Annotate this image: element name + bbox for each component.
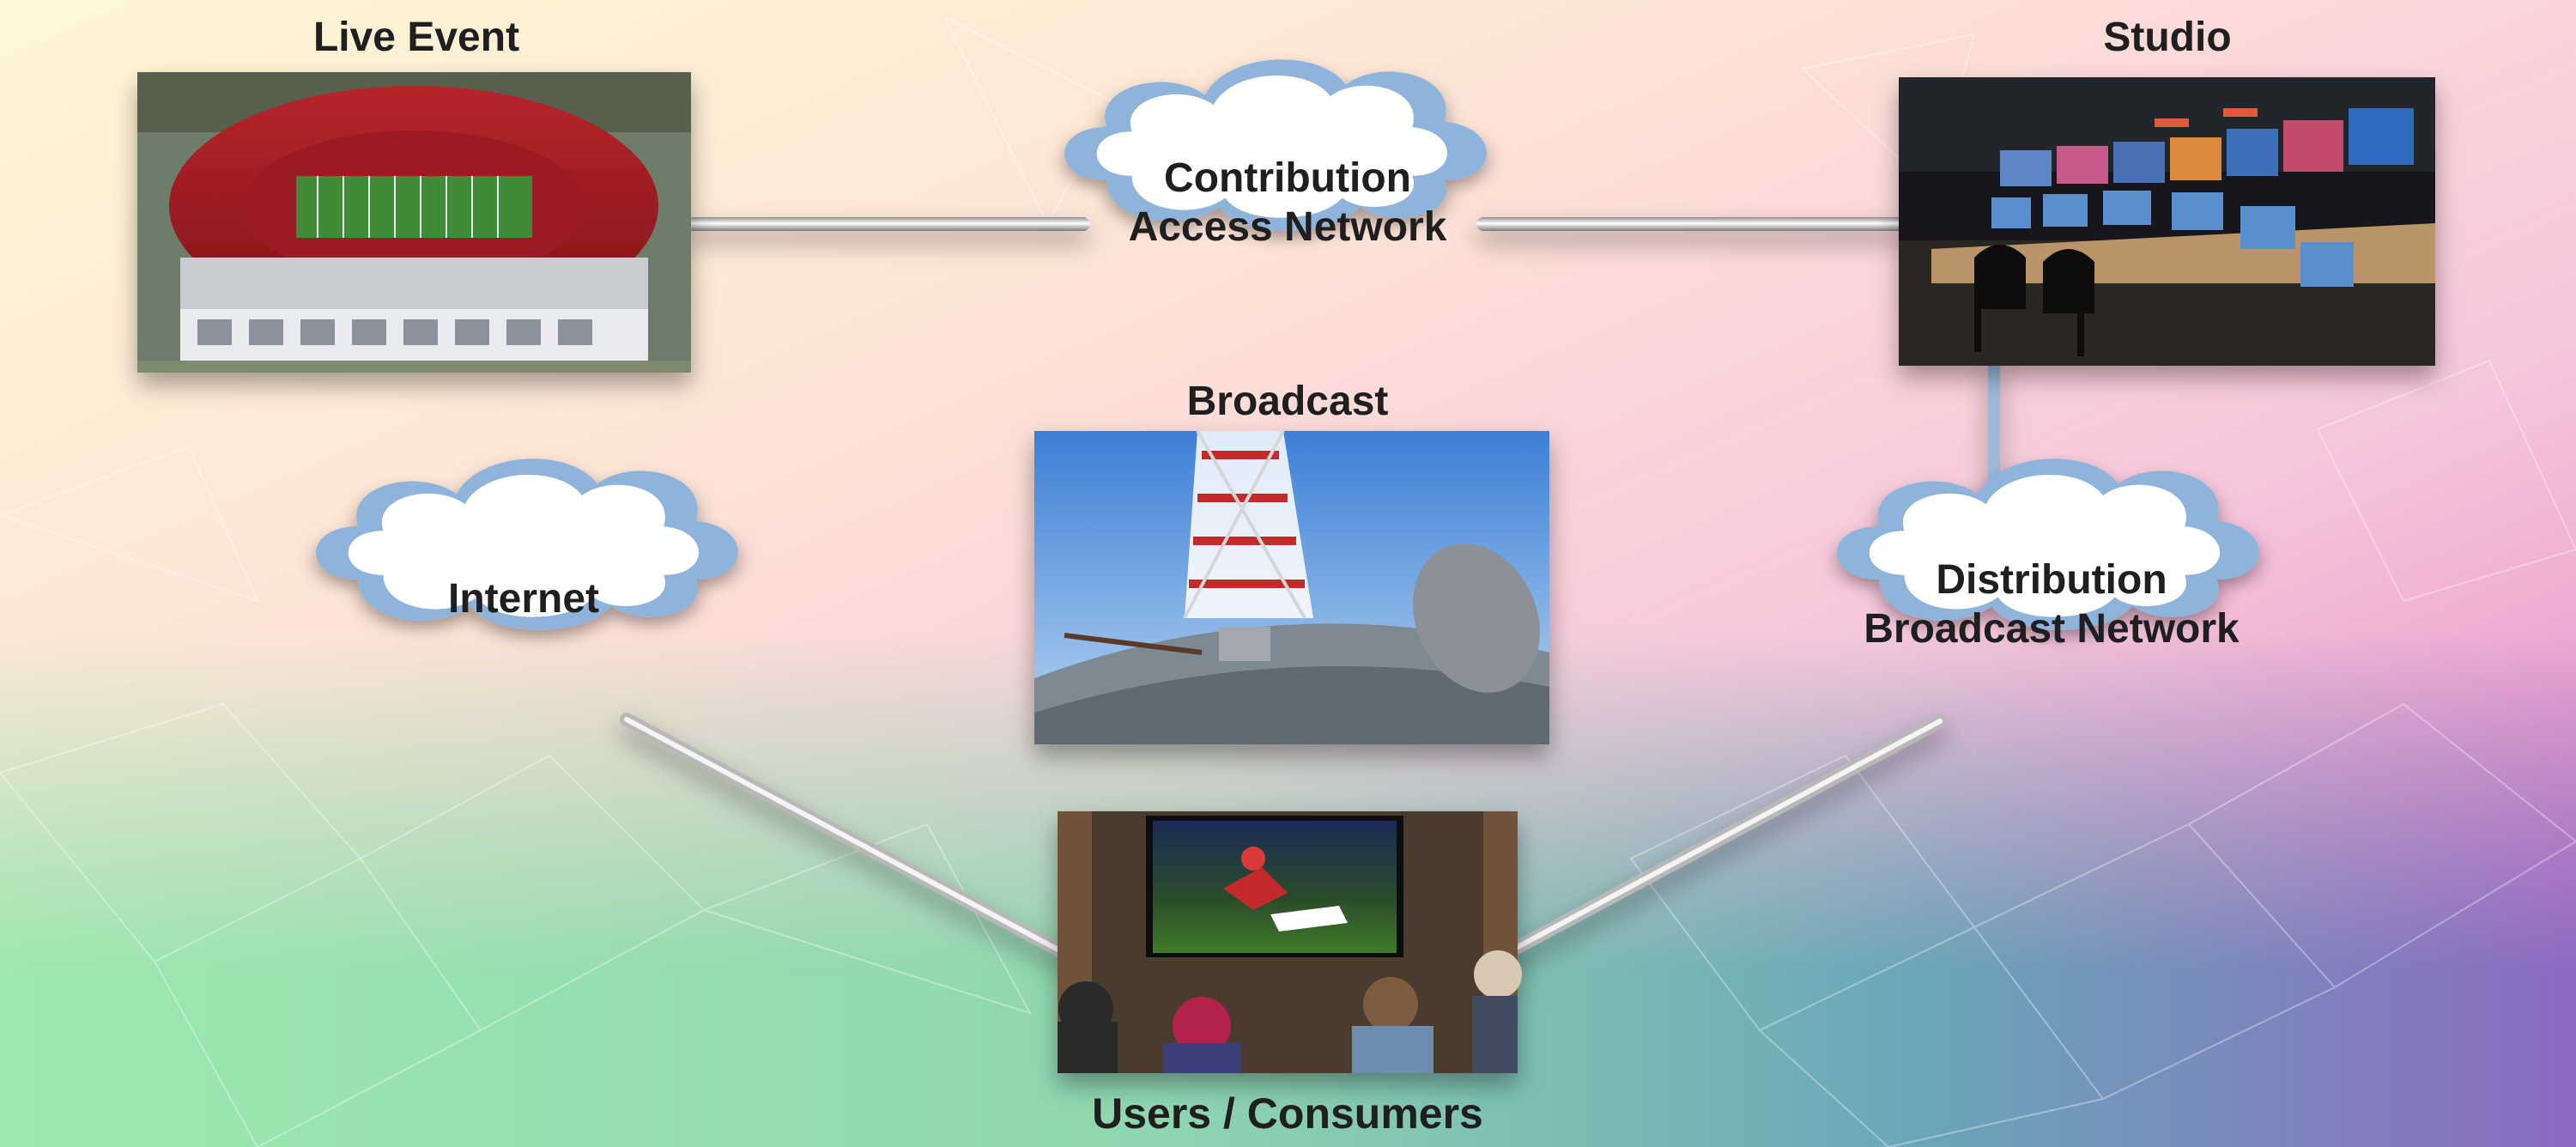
internet-cloud-label: Internet bbox=[352, 575, 695, 624]
contribution-line2: Access Network bbox=[1128, 203, 1447, 250]
studio-image bbox=[1899, 77, 2435, 366]
contribution-cloud-label: Contribution Access Network bbox=[1073, 155, 1502, 252]
live-event-title: Live Event bbox=[312, 15, 520, 60]
connector-studio-to-distribution bbox=[1988, 361, 2000, 498]
internet-line1: Internet bbox=[447, 576, 599, 622]
broadcast-image bbox=[1034, 430, 1549, 744]
connector-live-to-contribution bbox=[687, 217, 1090, 231]
distribution-line2: Broadcast Network bbox=[1864, 605, 2240, 652]
users-consumers-title: Users / Consumers bbox=[1092, 1089, 1483, 1138]
connectors bbox=[620, 217, 2000, 960]
live-event-image bbox=[137, 72, 691, 373]
users-image bbox=[1058, 811, 1522, 1073]
broadcast-title: Broadcast bbox=[1186, 379, 1389, 424]
connector-contribution-to-studio bbox=[1476, 217, 1906, 231]
distribution-line1: Distribution bbox=[1936, 557, 2167, 603]
studio-title: Studio bbox=[2103, 15, 2232, 60]
distribution-cloud-label: Distribution Broadcast Network bbox=[1828, 556, 2275, 653]
contribution-line1: Contribution bbox=[1164, 155, 1411, 201]
